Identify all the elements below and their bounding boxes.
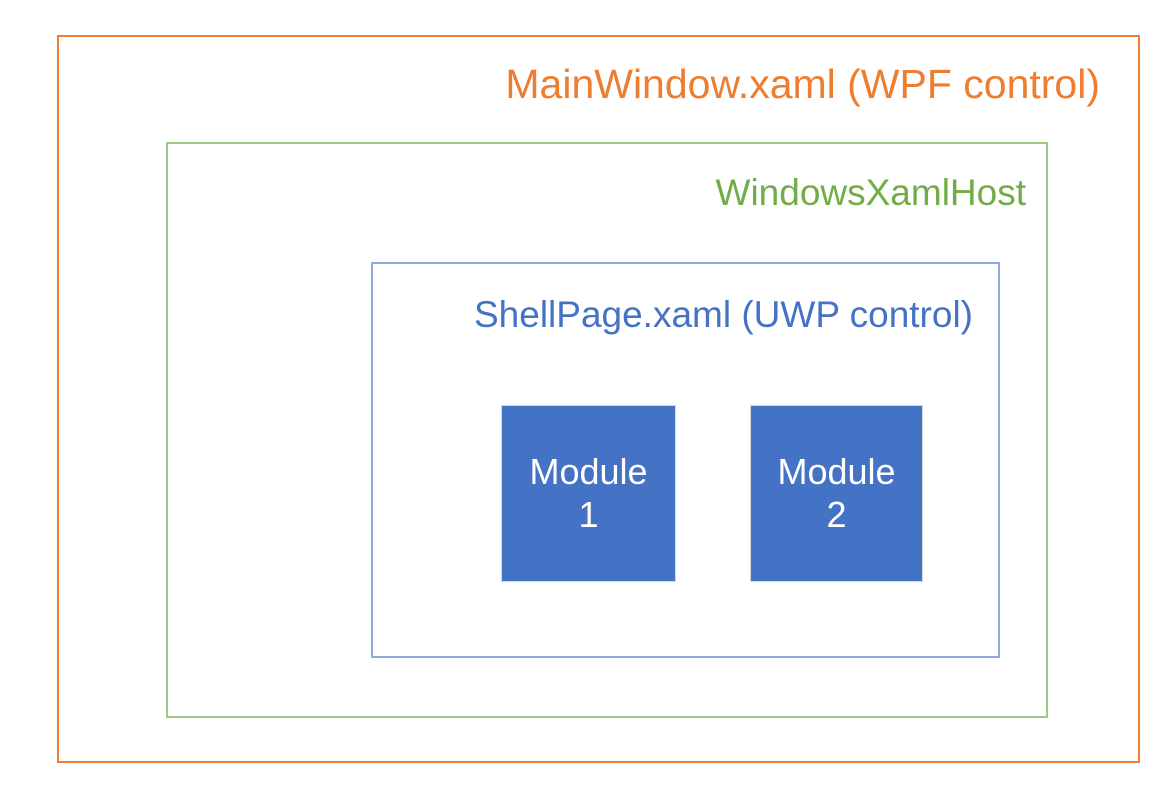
layer-box-mainwindow xyxy=(57,35,1140,763)
module-1-number: 1 xyxy=(578,493,599,535)
module-2-number: 2 xyxy=(826,493,847,535)
module-1-name: Module xyxy=(529,451,648,493)
module-block-2: Module 2 xyxy=(750,405,923,582)
layer-label-windowsxamlhost: WindowsXamlHost xyxy=(715,172,1026,213)
module-2-name: Module xyxy=(777,451,896,493)
layer-label-mainwindow: MainWindow.xaml (WPF control) xyxy=(505,61,1100,107)
layer-box-windowsxamlhost xyxy=(166,142,1048,718)
module-block-1: Module 1 xyxy=(501,405,676,582)
layer-label-shellpage: ShellPage.xaml (UWP control) xyxy=(474,294,973,335)
layer-box-shellpage xyxy=(371,262,1000,658)
